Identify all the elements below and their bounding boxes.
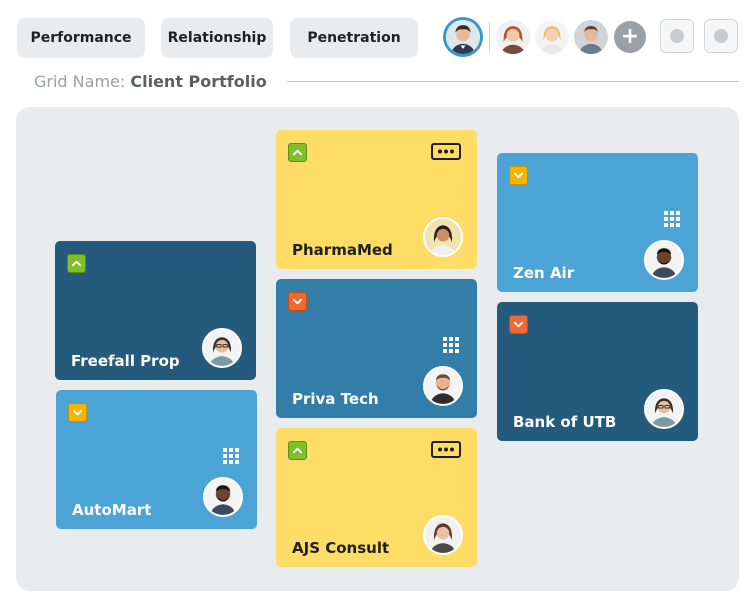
card-name: Bank of UTB — [513, 413, 617, 431]
grid-name-value: Client Portfolio — [130, 72, 267, 91]
trend-down-indicator — [68, 403, 87, 422]
card-name: Priva Tech — [292, 390, 379, 408]
card-ajs-consult[interactable]: AJS Consult — [276, 428, 477, 567]
tab-penetration[interactable]: Penetration — [290, 18, 418, 58]
card-name: Zen Air — [513, 264, 575, 282]
trend-up-indicator — [67, 254, 86, 273]
chevron-down-icon — [72, 407, 83, 418]
chevron-up-icon — [71, 258, 82, 269]
card-pharmamed[interactable]: PharmaMed — [276, 130, 477, 269]
tab-performance[interactable]: Performance — [17, 18, 145, 58]
chevron-up-icon — [292, 445, 303, 456]
trend-down-indicator — [288, 292, 307, 311]
trend-down-indicator — [509, 315, 528, 334]
ellipsis-icon[interactable] — [431, 143, 461, 160]
grid-name: Grid Name: Client Portfolio — [34, 72, 267, 91]
avatar — [202, 328, 242, 368]
tab-relationship[interactable]: Relationship — [161, 18, 273, 58]
grid-name-divider — [287, 81, 739, 82]
user-avatar-2[interactable] — [496, 20, 530, 54]
card-name: PharmaMed — [292, 241, 393, 259]
card-zenair[interactable]: Zen Air — [497, 153, 698, 292]
card-name: AJS Consult — [292, 539, 390, 557]
chevron-down-icon — [513, 170, 524, 181]
avatar — [644, 389, 684, 429]
option-button-2[interactable] — [704, 19, 738, 53]
card-name: AutoMart — [72, 501, 152, 519]
user-avatar-4[interactable] — [574, 20, 608, 54]
trend-up-indicator — [288, 143, 307, 162]
card-priva-tech[interactable]: Priva Tech — [276, 279, 477, 418]
chevron-up-icon — [292, 147, 303, 158]
grid-icon[interactable] — [664, 211, 680, 227]
user-avatar-3[interactable] — [535, 20, 569, 54]
trend-down-indicator — [509, 166, 528, 185]
chevron-down-icon — [292, 296, 303, 307]
plus-icon: + — [620, 24, 640, 49]
avatar — [644, 240, 684, 280]
avatar — [203, 477, 243, 517]
avatar-divider — [489, 22, 490, 52]
avatar — [423, 515, 463, 555]
option-button-1[interactable] — [660, 19, 694, 53]
portfolio-board: PharmaMed Zen Air Freefall Prop Priva Te… — [16, 107, 739, 591]
card-bank-of-utb[interactable]: Bank of UTB — [497, 302, 698, 441]
user-avatar-1[interactable] — [446, 20, 480, 54]
add-user-button[interactable]: + — [614, 21, 646, 53]
avatar — [423, 217, 463, 257]
ellipsis-icon[interactable] — [431, 441, 461, 458]
card-name: Freefall Prop — [71, 352, 180, 370]
card-automart[interactable]: AutoMart — [56, 390, 257, 529]
trend-up-indicator — [288, 441, 307, 460]
grid-icon[interactable] — [223, 448, 239, 464]
circle-icon — [714, 29, 728, 43]
circle-icon — [670, 29, 684, 43]
card-freefall-prop[interactable]: Freefall Prop — [55, 241, 256, 380]
grid-name-label: Grid Name: — [34, 72, 126, 91]
chevron-down-icon — [513, 319, 524, 330]
avatar — [423, 366, 463, 406]
grid-icon[interactable] — [443, 337, 459, 353]
